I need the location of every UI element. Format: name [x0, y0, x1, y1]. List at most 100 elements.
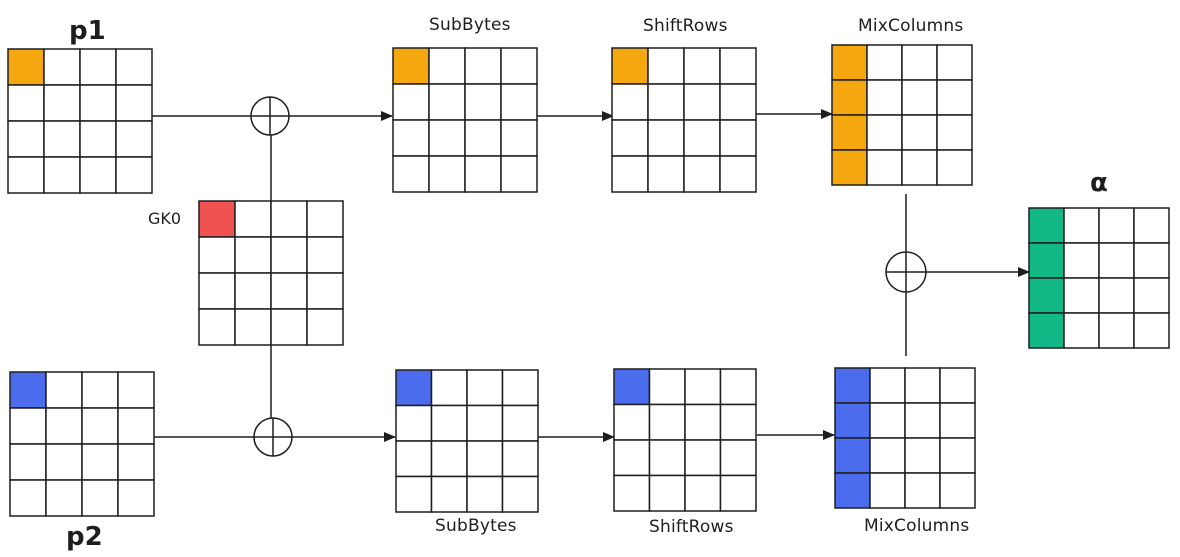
state-cell — [613, 403, 651, 441]
state-cell — [428, 83, 466, 121]
grid-p1 — [7, 48, 153, 194]
state-cell — [501, 404, 539, 442]
state-cell — [901, 79, 938, 116]
state-cell — [936, 79, 973, 116]
state-cell — [428, 155, 466, 193]
state-cell — [395, 404, 433, 442]
grid-alpha — [1028, 207, 1170, 349]
state-cell — [684, 403, 722, 441]
state-cell — [611, 83, 649, 121]
xor-merge-icon — [885, 251, 927, 293]
state-cell — [866, 149, 903, 186]
grid-bottom-mixcolumns — [834, 367, 976, 509]
state-cell — [270, 200, 308, 238]
state-cell — [684, 474, 722, 512]
xor-bottom-icon — [253, 417, 293, 457]
state-cell-highlighted — [834, 437, 871, 474]
state-cell — [1063, 242, 1100, 279]
state-cell — [79, 156, 117, 194]
state-cell — [1098, 277, 1135, 314]
state-cell — [81, 371, 119, 409]
state-cell — [648, 368, 686, 406]
state-cell — [647, 83, 685, 121]
state-cell — [464, 119, 502, 157]
label-top-mixcolumns: MixColumns — [858, 16, 964, 36]
state-cell — [43, 120, 81, 158]
state-cell — [683, 47, 721, 85]
state-cell — [683, 155, 721, 193]
state-cell — [81, 479, 119, 517]
state-cell — [1133, 242, 1170, 279]
state-cell-highlighted — [831, 149, 868, 186]
state-cell — [79, 84, 117, 122]
state-cell — [904, 437, 941, 474]
state-cell — [904, 402, 941, 439]
state-cell — [464, 155, 502, 193]
state-cell — [270, 308, 308, 346]
state-cell-highlighted — [1028, 312, 1065, 349]
state-cell — [45, 371, 83, 409]
state-cell — [719, 47, 757, 85]
state-cell — [270, 236, 308, 274]
state-cell — [306, 308, 344, 346]
state-cell — [43, 84, 81, 122]
state-cell — [500, 83, 538, 121]
state-cell — [683, 119, 721, 157]
state-cell — [395, 440, 433, 478]
state-cell — [939, 367, 976, 404]
state-cell — [719, 368, 757, 406]
state-cell-highlighted — [198, 200, 236, 238]
grid-gk0 — [198, 200, 344, 346]
state-cell — [939, 437, 976, 474]
state-cell-highlighted — [613, 368, 651, 406]
state-cell — [466, 440, 504, 478]
state-cell — [869, 437, 906, 474]
state-cell — [719, 119, 757, 157]
grid-p2 — [9, 371, 155, 517]
state-cell — [611, 155, 649, 193]
state-cell — [464, 83, 502, 121]
state-cell — [7, 120, 45, 158]
grid-top-subbytes — [392, 47, 538, 193]
state-cell — [117, 371, 155, 409]
state-cell — [648, 403, 686, 441]
state-cell-highlighted — [1028, 242, 1065, 279]
state-cell — [939, 472, 976, 509]
state-cell — [428, 47, 466, 85]
state-cell — [115, 120, 153, 158]
label-top-subbytes: SubBytes — [429, 15, 511, 35]
state-cell — [466, 369, 504, 407]
state-cell — [117, 443, 155, 481]
state-cell — [936, 114, 973, 151]
state-cell — [198, 272, 236, 310]
grid-top-shiftrows — [611, 47, 757, 193]
state-cell — [9, 443, 47, 481]
state-cell — [306, 272, 344, 310]
state-cell — [1063, 207, 1100, 244]
state-cell — [234, 308, 272, 346]
state-cell-highlighted — [834, 367, 871, 404]
state-cell-highlighted — [831, 114, 868, 151]
state-cell — [198, 308, 236, 346]
label-p1: p1 — [69, 16, 106, 46]
state-cell — [501, 440, 539, 478]
state-cell — [501, 475, 539, 513]
state-cell — [117, 479, 155, 517]
state-cell — [43, 156, 81, 194]
state-cell — [466, 404, 504, 442]
state-cell-highlighted — [834, 472, 871, 509]
state-cell — [430, 475, 468, 513]
state-cell — [430, 440, 468, 478]
state-cell — [79, 48, 117, 86]
state-cell — [430, 404, 468, 442]
state-cell — [392, 119, 430, 157]
state-cell — [1133, 207, 1170, 244]
state-cell — [45, 479, 83, 517]
state-cell — [117, 407, 155, 445]
state-cell-highlighted — [395, 369, 433, 407]
state-cell — [901, 44, 938, 81]
state-cell — [395, 475, 433, 513]
state-cell — [270, 272, 308, 310]
state-cell — [115, 48, 153, 86]
state-cell — [430, 369, 468, 407]
